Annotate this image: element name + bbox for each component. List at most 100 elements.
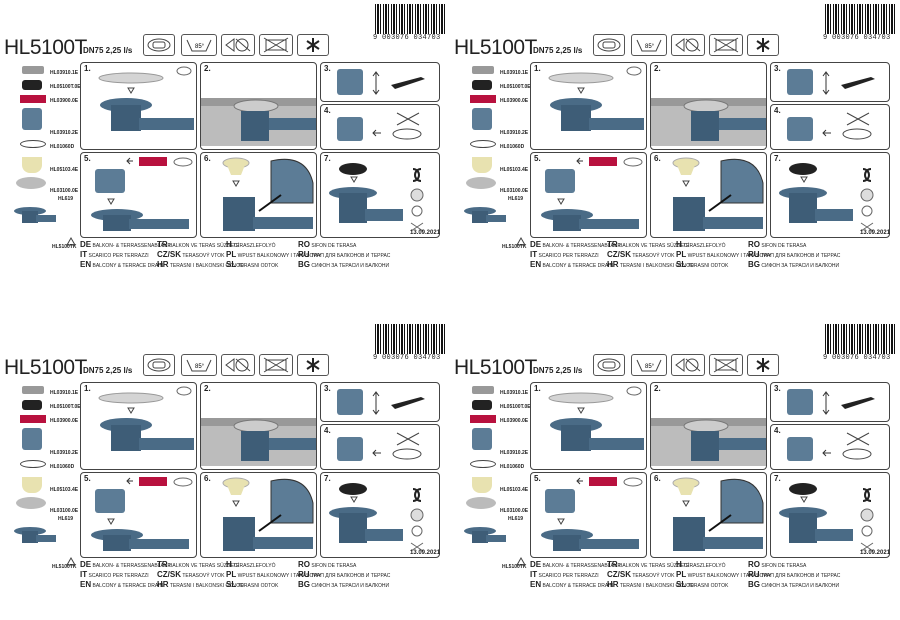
part-code: HL05103.4E xyxy=(50,487,79,493)
product-title: HL5100T xyxy=(4,356,87,379)
membrane-illustration xyxy=(91,477,193,551)
instruction-sheet: HL5100T DN75 2,25 l/s 85° 9 003076 03470… xyxy=(0,320,450,620)
installation-illustration xyxy=(201,98,316,146)
lang-line-de: DE BALKON- & TERRASSENABLAUF xyxy=(530,560,621,569)
seal-image xyxy=(22,400,42,410)
installation-illustration xyxy=(201,418,316,466)
lang-line-de: DE BALKON- & TERRASSENABLAUF xyxy=(80,240,171,249)
funnel-image xyxy=(22,477,42,493)
lang-line-it: IT SCARICO PER TERRAZZI xyxy=(80,250,149,259)
step-number: 5. xyxy=(84,474,91,483)
part-code: HL01060D xyxy=(500,144,525,150)
step-panel-7: 7. xyxy=(770,152,890,238)
angle-label: 85° xyxy=(645,44,655,50)
seal-insert-illustration xyxy=(337,432,422,461)
step-number: 4. xyxy=(774,426,781,435)
lang-line-de: DE BALKON- & TERRASSENABLAUF xyxy=(530,240,621,249)
barcode-number: 9 003076 034703 xyxy=(823,34,891,42)
step-number: 6. xyxy=(204,474,211,483)
angle-icon: 85° xyxy=(631,354,667,376)
step-number: 7. xyxy=(324,154,331,163)
part-code: HL03910.2E xyxy=(500,450,529,456)
instruction-sheet: HL5100T DN75 2,25 l/s 85° 9 003076 03470… xyxy=(450,0,900,300)
drain-assembly-illustration xyxy=(548,386,644,451)
part-code: HL01060D xyxy=(50,464,75,470)
step-panel-7: 7. xyxy=(770,472,890,558)
lang-line-cz: CZ/SK TERASOVÝ VTOK xyxy=(607,250,675,259)
step-number: 3. xyxy=(324,384,331,393)
barcode xyxy=(375,4,445,34)
part-code: HL03100.0E xyxy=(500,508,529,514)
part-code: HL05103.4E xyxy=(500,487,529,493)
step-panel-5: 5. xyxy=(530,472,647,558)
membrane-illustration xyxy=(541,157,643,231)
step-panel-5: 5. xyxy=(530,152,647,238)
angle-label: 85° xyxy=(195,44,205,50)
no-cement-icon xyxy=(259,34,293,56)
part-code: HL5100TK xyxy=(502,244,527,250)
angle-label: 85° xyxy=(195,364,205,370)
part-code: HL05100T.0E xyxy=(50,84,81,90)
lang-line-h: H TERASZLEFOLYÓ xyxy=(676,560,726,569)
funnel-insert-illustration xyxy=(222,157,314,231)
smell-trap-icon xyxy=(671,34,705,56)
angle-icon: 85° xyxy=(181,34,217,56)
lang-line-hr: HR TERASNI I BALKONSKI ODVOD xyxy=(607,260,694,269)
step-number: 7. xyxy=(774,154,781,163)
height-adjust-illustration xyxy=(787,69,875,95)
frost-icon xyxy=(297,34,329,56)
angle-icon: 85° xyxy=(181,354,217,376)
step-number: 6. xyxy=(204,154,211,163)
step-panel-4: 4. xyxy=(770,424,890,470)
lang-line-tr: TR BALKON VE TERAS SÜZGECİ xyxy=(607,560,689,569)
step-panel-6: 6. xyxy=(650,472,767,558)
step-panel-1: 1. xyxy=(80,62,197,150)
step-number: 1. xyxy=(84,64,91,73)
step-number: 2. xyxy=(204,64,211,73)
part-code: HL05103.4E xyxy=(500,167,529,173)
seal-insert-illustration xyxy=(787,112,872,141)
step-panel-1: 1. xyxy=(530,382,647,470)
membrane-illustration xyxy=(541,477,643,551)
seal-image xyxy=(472,80,492,90)
barcode-number: 9 003076 034703 xyxy=(373,354,441,362)
lang-line-en: EN BALCONY & TERRACE DRAIN xyxy=(80,260,164,269)
grate-side-image xyxy=(22,386,44,394)
step-panel-2: 2. xyxy=(650,62,767,150)
drain-body-image xyxy=(12,206,56,226)
step-number: 4. xyxy=(774,106,781,115)
part-code: HL5100TK xyxy=(52,564,77,570)
product-spec: DN75 2,25 l/s xyxy=(83,366,133,375)
lang-line-sl: SL TERASNI ODTOK xyxy=(676,580,729,589)
grate-side-image xyxy=(472,386,494,394)
ring-image xyxy=(470,140,496,148)
recycle-icon xyxy=(66,554,76,566)
part-code: HL03900.0E xyxy=(50,98,79,104)
lang-line-ro: RO SIFON DE TERASA xyxy=(298,560,357,569)
lang-line-cz: CZ/SK TERASOVÝ VTOK xyxy=(157,570,225,579)
drain-body-image xyxy=(462,206,506,226)
recycle-icon xyxy=(516,554,526,566)
flange-image xyxy=(466,177,496,189)
lang-line-h: H TERASZLEFOLYÓ xyxy=(226,240,276,249)
lang-line-en: EN BALCONY & TERRACE DRAIN xyxy=(80,580,164,589)
lang-line-hr: HR TERASNI I BALKONSKI ODVOD xyxy=(157,260,244,269)
part-code: HL05100T.0E xyxy=(500,404,531,410)
grate-cleaning-illustration xyxy=(779,483,874,552)
drain-top-icon xyxy=(593,354,625,376)
step-panel-6: 6. xyxy=(200,152,317,238)
step-number: 5. xyxy=(534,154,541,163)
lang-line-sl: SL TERASNI ODTOK xyxy=(676,260,729,269)
step-panel-3: 3. xyxy=(770,382,890,422)
seal-image xyxy=(22,80,42,90)
step-panel-5: 5. xyxy=(80,472,197,558)
step-number: 2. xyxy=(654,384,661,393)
lang-line-tr: TR BALKON VE TERAS SÜZGECİ xyxy=(157,240,239,249)
lang-line-en: EN BALCONY & TERRACE DRAIN xyxy=(530,260,614,269)
lang-line-h: H TERASZLEFOLYÓ xyxy=(676,240,726,249)
step-panel-6: 6. xyxy=(200,472,317,558)
step-number: 5. xyxy=(84,154,91,163)
smell-trap-icon xyxy=(221,354,255,376)
revision-date: 13.09.2021 xyxy=(860,230,891,236)
step-number: 1. xyxy=(534,384,541,393)
